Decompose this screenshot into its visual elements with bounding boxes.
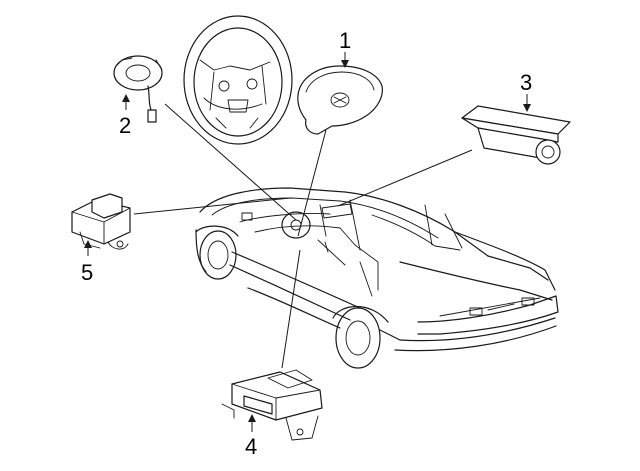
steering-wheel — [183, 15, 293, 145]
callout-arrows — [84, 52, 531, 432]
callout-1-label: 1 — [339, 28, 352, 53]
callout-2-label: 2 — [119, 113, 132, 138]
car-body — [195, 187, 559, 369]
clock-spring — [113, 55, 163, 123]
leader-line-5 — [133, 197, 291, 215]
callout-5-label: 5 — [81, 260, 94, 285]
callout-4-label: 4 — [245, 434, 258, 459]
leader-line-3 — [337, 149, 473, 207]
leader-line-4 — [281, 249, 301, 369]
leader-line-2 — [164, 103, 297, 221]
side-impact-sensor — [71, 193, 131, 250]
callout-3-label: 3 — [520, 70, 533, 95]
leader-line-1 — [297, 129, 327, 237]
passenger-airbag-module — [461, 105, 571, 165]
airbag-control-unit — [221, 369, 323, 441]
leader-lines — [133, 103, 473, 369]
driver-airbag-module — [297, 65, 383, 135]
